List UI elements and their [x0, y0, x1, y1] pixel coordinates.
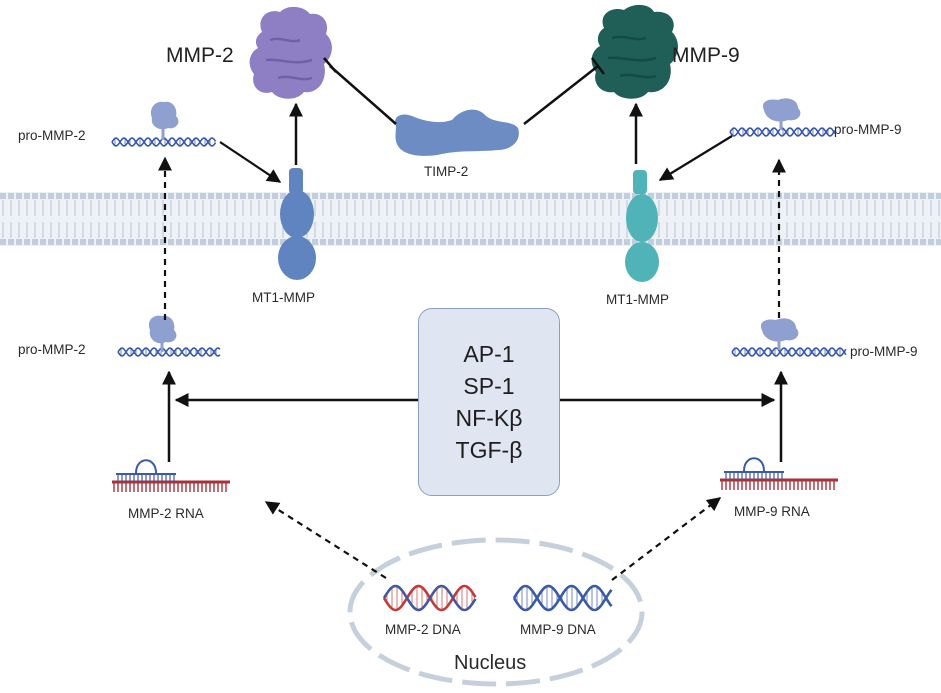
mmp2-rna-label: MMP-2 RNA — [128, 506, 204, 521]
pro-mmp9-top-label: pro-MMP-9 — [834, 122, 902, 137]
tf-ap1: AP-1 — [463, 341, 515, 367]
pro-mmp2-dna-bottom-icon — [117, 347, 221, 357]
mmp9-rna-icon — [720, 457, 838, 490]
transcription-factors-box: AP-1 SP-1 NF-Kβ TGF-β — [418, 308, 560, 496]
mmp9-dna-helix-icon — [512, 584, 613, 612]
mmp2-dna-label: MMP-2 DNA — [385, 622, 461, 637]
mmp2-rna-icon — [112, 459, 230, 492]
mt1mmp-left-icon — [278, 168, 316, 280]
timp2-protein-icon — [395, 109, 519, 156]
mmp2-inhibition-bar — [323, 57, 337, 73]
mmp2-protein-label: MMP-2 — [166, 44, 234, 67]
mmp9-protein-icon — [591, 4, 678, 99]
timp2-inhibits-mmp2-line — [329, 65, 397, 125]
timp2-label: TIMP-2 — [424, 164, 469, 179]
pro-mmp9-dna-bottom-icon — [731, 347, 847, 357]
mmp9-rna-label: MMP-9 RNA — [734, 504, 810, 519]
mmp9-protein-label: MMP-9 — [672, 44, 740, 67]
timp2-inhibits-mmp9-line — [523, 65, 599, 125]
tf-nfkb: NF-Kβ — [455, 405, 523, 431]
mmp9-dna-label: MMP-9 DNA — [520, 622, 596, 637]
mt1mmp-left-label: MT1-MMP — [252, 290, 315, 305]
nucleus-envelope — [347, 537, 645, 687]
mmp9-transcription-arrow — [611, 497, 722, 581]
pro-mmp9-protein-top-icon — [762, 98, 801, 130]
pro-mmp2-top-label: pro-MMP-2 — [18, 128, 86, 143]
cell-membrane — [0, 192, 941, 246]
nucleus-label: Nucleus — [454, 652, 527, 674]
pro-mmp2-to-mt1mmp-arrow — [219, 141, 282, 183]
pro-mmp2-bottom-label: pro-MMP-2 — [18, 342, 86, 357]
pro-mmp2-protein-top-icon — [150, 101, 179, 140]
pro-mmp9-protein-bottom-icon — [760, 318, 799, 350]
mt1mmp-right-label: MT1-MMP — [606, 292, 669, 307]
mmp2-transcription-arrow — [264, 501, 387, 579]
tf-sp1: SP-1 — [463, 373, 515, 399]
mmp2-dna-helix-icon — [382, 584, 477, 612]
mmp9-inhibition-bar — [591, 57, 605, 75]
tf-tgfb: TGF-β — [455, 437, 523, 463]
pro-mmp9-bottom-label: pro-MMP-9 — [850, 344, 918, 359]
pro-mmp9-to-mt1mmp-arrow — [658, 135, 733, 181]
pro-mmp2-protein-bottom-icon — [148, 315, 177, 352]
mmp2-protein-icon — [249, 6, 332, 99]
mt1mmp-right-icon — [625, 170, 659, 282]
